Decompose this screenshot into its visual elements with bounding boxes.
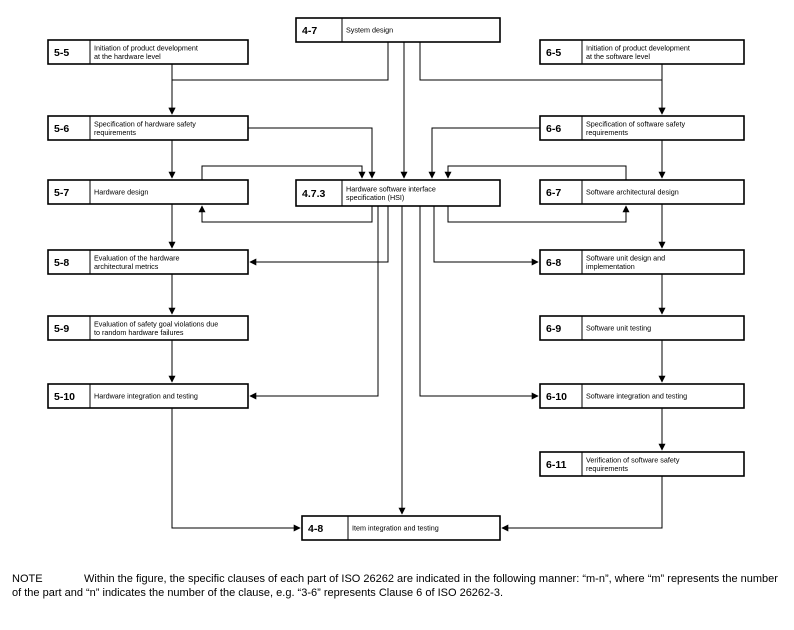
box-frame: [539, 249, 745, 275]
clause-number: 4-7: [302, 25, 317, 37]
clause-title-line: implementation: [586, 262, 635, 271]
box-frame: [539, 383, 745, 409]
box-frame: [47, 249, 249, 275]
clause-title-line: requirements: [586, 128, 628, 137]
iso26262-flow-diagram: 4-7 System design 5-5 Initiation of product…: [47, 17, 745, 541]
clause-title-line: Hardware integration and testing: [94, 392, 198, 401]
clause-number: 5-10: [54, 391, 75, 403]
clause-box-b510: 5-10 Hardware integration and testing: [47, 383, 249, 409]
flow-arrow: [444, 165, 627, 180]
flow-arrow: [201, 165, 366, 180]
box-frame: [539, 115, 745, 141]
clause-box-b56: 5-6 Specification of hardware safetyrequi…: [47, 115, 249, 141]
clause-box-b66: 6-6 Specification of software safetyrequi…: [539, 115, 745, 141]
clause-title-line: to random hardware failures: [94, 328, 184, 337]
box-frame: [47, 39, 249, 65]
clause-number: 5-6: [54, 123, 69, 135]
clause-box-b58: 5-8 Evaluation of the hardwarearchitectur…: [47, 249, 249, 275]
box-frame: [539, 179, 745, 205]
clause-box-b59: 5-9 Evaluation of safety goal violations …: [47, 315, 249, 341]
clause-title-line: Software integration and testing: [586, 392, 687, 401]
box-frame: [47, 383, 249, 409]
clause-title-line: Initiation of product development: [586, 43, 690, 52]
clause-number: 6-7: [546, 187, 561, 199]
box-frame: [539, 451, 745, 477]
clause-number: 5-8: [54, 257, 69, 269]
clause-title-line: Software architectural design: [586, 188, 679, 197]
clause-title-line: Evaluation of safety goal violations due: [94, 319, 218, 328]
clause-number: 6-6: [546, 123, 561, 135]
flow-arrow: [433, 206, 539, 266]
clause-number: 5-5: [54, 47, 69, 59]
clause-title-line: requirements: [586, 464, 628, 473]
flow-arrow: [501, 476, 663, 532]
flow-arrow: [249, 206, 379, 400]
clause-number: 6-11: [546, 459, 567, 471]
box-frame: [295, 17, 501, 43]
clause-number: 5-9: [54, 323, 69, 335]
clause-box-b48: 4-8 Item integration and testing: [301, 515, 501, 541]
box-frame: [295, 179, 501, 207]
clause-boxes: 4-7 System design 5-5 Initiation of product…: [47, 17, 745, 541]
clause-title-line: Specification of software safety: [586, 119, 685, 128]
flow-arrow: [249, 206, 389, 266]
clause-title-line: Hardware software interface: [346, 184, 436, 193]
clause-title-line: Software unit design and: [586, 253, 665, 262]
clause-title-line: Evaluation of the hardware: [94, 253, 180, 262]
flow-arrow: [198, 205, 373, 223]
clause-title-line: architectural metrics: [94, 262, 159, 271]
clause-number: 6-8: [546, 257, 561, 269]
clause-title-line: Initiation of product development: [94, 43, 198, 52]
clause-number: 6-5: [546, 47, 561, 59]
clause-title-line: at the software level: [586, 52, 650, 61]
connector-lines: [168, 42, 666, 532]
note-label: NOTE: [12, 573, 43, 585]
clause-title-line: requirements: [94, 128, 136, 137]
box-frame: [539, 315, 745, 341]
clause-box-b611: 6-11 Verification of software safetyrequi…: [539, 451, 745, 477]
clause-box-hsi: 4.7.3 Hardware software interfacespecific…: [295, 179, 501, 207]
clause-title-line: Verification of software safety: [586, 455, 680, 464]
clause-box-b69: 6-9 Software unit testing: [539, 315, 745, 341]
clause-title-line: Item integration and testing: [352, 524, 439, 533]
flow-arrow: [248, 127, 376, 179]
clause-title-line: Software unit testing: [586, 324, 651, 333]
clause-title-line: Hardware design: [94, 188, 148, 197]
clause-title-line: at the hardware level: [94, 52, 161, 61]
clause-box-b610: 6-10 Software integration and testing: [539, 383, 745, 409]
clause-box-b67: 6-7 Software architectural design: [539, 179, 745, 205]
flow-arrow: [171, 408, 301, 532]
clause-box-b57: 5-7 Hardware design: [47, 179, 249, 205]
flow-arrow: [428, 127, 540, 179]
clause-number: 6-9: [546, 323, 561, 335]
clause-number: 4.7.3: [302, 188, 326, 200]
clause-number: 6-10: [546, 391, 567, 403]
box-frame: [47, 315, 249, 341]
box-frame: [47, 115, 249, 141]
clause-title-line: System design: [346, 26, 393, 35]
box-frame: [47, 179, 249, 205]
clause-number: 4-8: [308, 523, 323, 535]
clause-title-line: Specification of hardware safety: [94, 119, 196, 128]
flow-arrow: [419, 206, 539, 400]
note-text: Within the figure, the specific clauses …: [12, 573, 778, 599]
clause-box-b68: 6-8 Software unit design andimplementatio…: [539, 249, 745, 275]
clause-number: 5-7: [54, 187, 69, 199]
clause-box-sys: 4-7 System design: [295, 17, 501, 43]
flow-arrow: [447, 205, 630, 223]
box-frame: [539, 39, 745, 65]
clause-title-line: specification (HSI): [346, 193, 404, 202]
box-frame: [301, 515, 501, 541]
